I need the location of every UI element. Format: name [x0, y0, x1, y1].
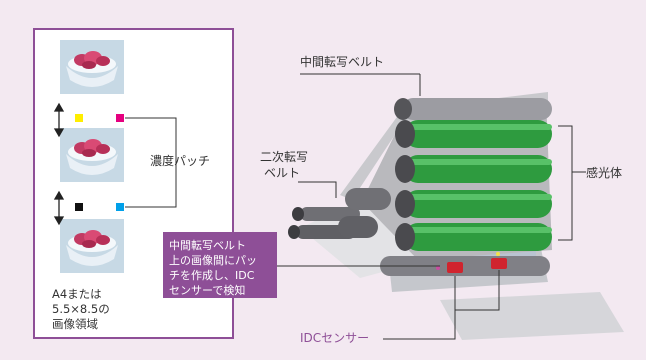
secondary-rollers [288, 188, 550, 276]
patch-detection-callout: 中間転写ベルト 上の画像間にパッ チを作成し、IDC センサーで検知 [163, 232, 277, 298]
intermediate-belt-label: 中間転写ベルト [300, 55, 385, 69]
gap-arrow-1 [53, 102, 65, 138]
patch-bracket [125, 117, 177, 208]
cyan-patch [116, 203, 124, 211]
black-patch [75, 203, 83, 211]
density-patch-label: 濃度パッチ [150, 154, 211, 168]
idc-sensor-leader [383, 270, 500, 340]
secondary-belt-leader [298, 181, 337, 198]
paper-sheet [440, 292, 624, 340]
magenta-patch [116, 114, 124, 122]
photoconductor-bracket [558, 125, 573, 241]
secondary-belt-label-line1: 二次転写 [260, 150, 309, 164]
thumbnail-image-2 [60, 128, 124, 182]
page-size-label: A4または 5.5×8.5の 画像領域 [52, 287, 110, 331]
yellow-patch [75, 114, 83, 122]
secondary-belt-label-line2: ベルト [264, 166, 301, 180]
idc-sensors [436, 252, 507, 273]
page-layout-panel: A4または 5.5×8.5の 画像領域 [33, 28, 234, 339]
idc-sensor-label: IDCセンサー [300, 331, 370, 345]
top-roller [394, 98, 552, 120]
thumbnail-image-3 [60, 219, 124, 273]
photoconductor-label: 感光体 [586, 166, 623, 180]
photoconductor-drums [395, 120, 552, 251]
thumbnail-image-1 [60, 40, 124, 94]
gap-arrow-2 [53, 190, 65, 226]
